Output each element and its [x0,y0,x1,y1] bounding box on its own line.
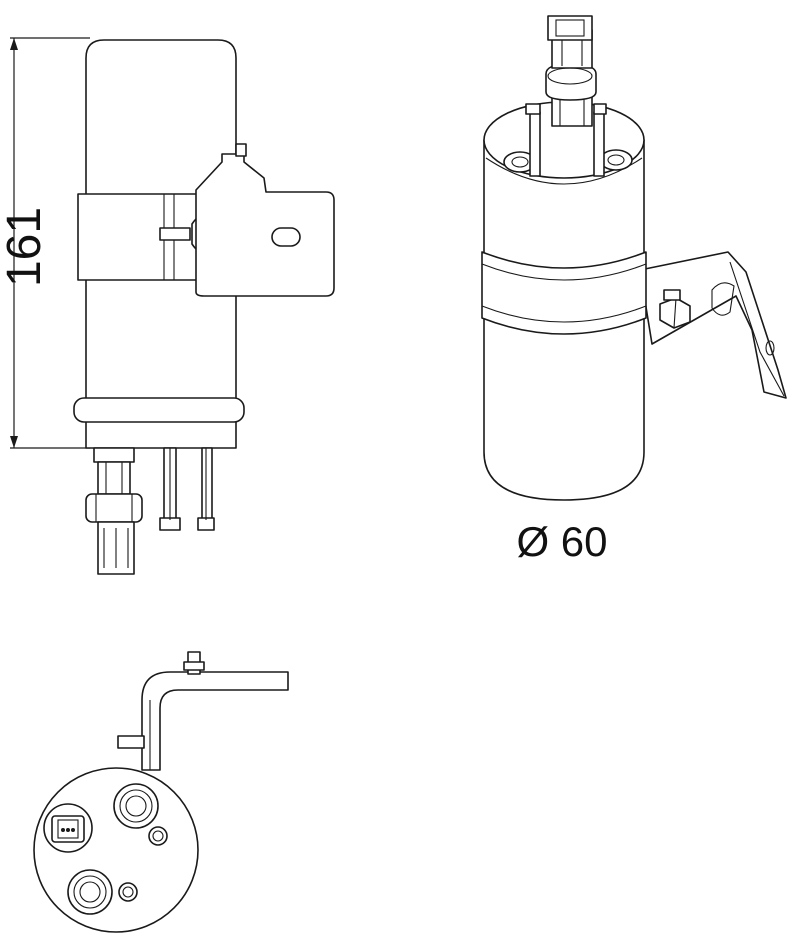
top-port-1 [113,783,159,829]
pipe-stubs [159,447,215,531]
iso-bracket [639,251,787,399]
isometric-view: Ø 60 [481,15,787,565]
iso-bolt [659,289,691,329]
iso-pressure-switch [545,15,597,127]
diameter-label: Ø 60 [516,518,607,565]
top-bracket [141,671,289,771]
side-view: 161 [0,37,335,575]
height-dimension: 161 [0,37,90,449]
bottom-flange [73,397,245,423]
top-connector [43,803,93,853]
top-port-2 [67,869,113,915]
mounting-bracket [195,153,335,297]
top-view [33,651,289,933]
height-label: 161 [0,207,51,287]
pressure-switch [85,447,143,575]
